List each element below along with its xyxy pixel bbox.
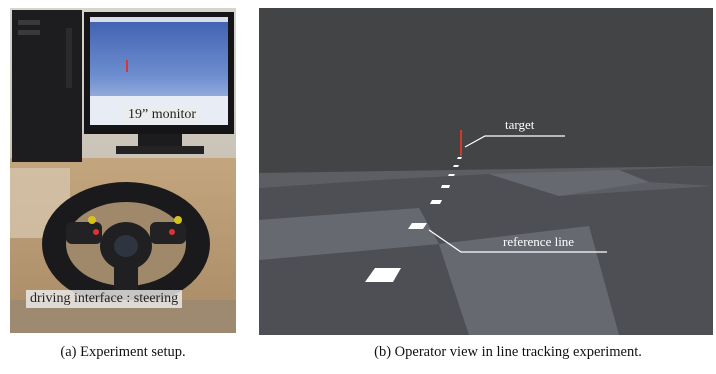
- monitor: [84, 12, 234, 154]
- steering-label: driving interface : steering: [26, 290, 183, 308]
- caption-experiment-setup: (a) Experiment setup.: [60, 344, 186, 360]
- checker-floor: [259, 166, 713, 335]
- target-leader-line: [464, 135, 565, 148]
- target-label: target: [505, 117, 535, 132]
- reference-leader-line: [428, 229, 607, 253]
- steering-wheel: [42, 182, 210, 306]
- operator-view: target reference line: [259, 8, 713, 335]
- caption-operator-view: (b) Operator view in line tracking exper…: [374, 344, 642, 360]
- reference-line-label: reference line: [503, 234, 575, 249]
- operator-view-scene: [259, 8, 713, 335]
- monitor-label: 19” monitor: [124, 106, 201, 124]
- target-marker: [460, 130, 462, 156]
- pc-tower: [12, 10, 82, 162]
- experiment-setup-photo: 19” monitor driving interface : steering: [10, 8, 236, 333]
- reference-line: [365, 157, 462, 282]
- setup-photo-illustration: [10, 8, 236, 333]
- checker-floor-light: [259, 170, 649, 335]
